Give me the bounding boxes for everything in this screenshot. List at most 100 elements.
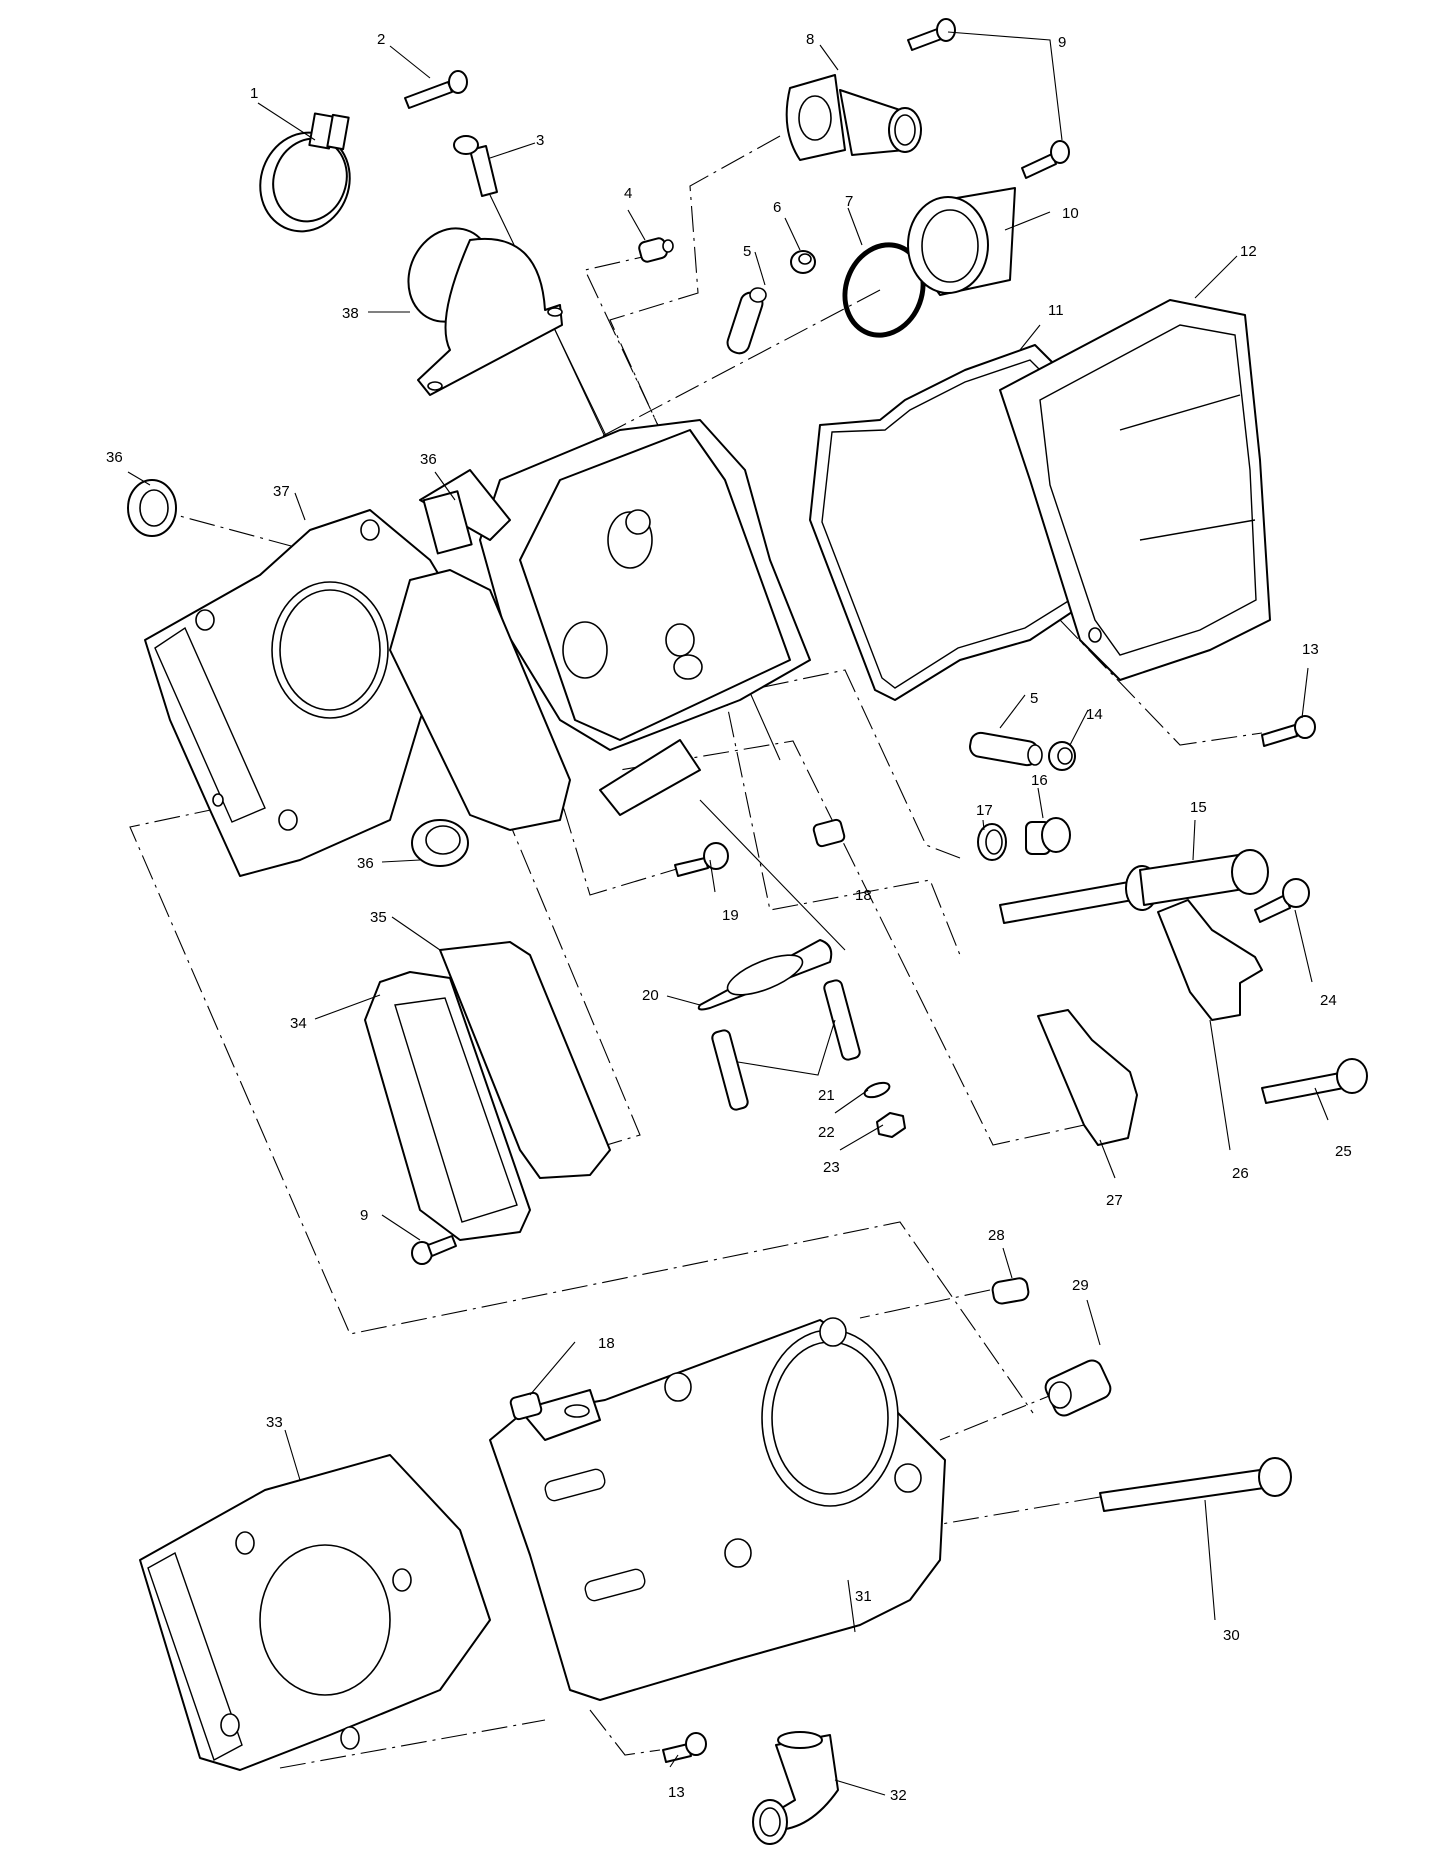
o-ring-part xyxy=(842,242,926,338)
screw-3-part xyxy=(453,135,498,197)
side-cover-part xyxy=(364,971,531,1241)
callout-36-left: 36 xyxy=(106,449,123,466)
seal-cap-14-part xyxy=(1048,741,1076,771)
washer-17-part xyxy=(977,823,1007,861)
oil-seal-36-left-part xyxy=(127,479,177,537)
callout-36-head: 36 xyxy=(420,451,437,468)
dowel-28-part xyxy=(991,1277,1030,1305)
dowel-18-mid-part xyxy=(812,818,846,848)
plug-16-part xyxy=(1025,817,1071,855)
callout-14: 14 xyxy=(1086,706,1103,723)
dowel-18-bottom-part xyxy=(509,1391,543,1421)
assembly-line-13 xyxy=(1059,619,1263,746)
thermostat-housing-part xyxy=(907,187,1016,296)
assembly-line-20 xyxy=(699,799,846,951)
assembly-line-17 xyxy=(724,669,961,956)
coolant-elbow-top-part xyxy=(785,74,922,161)
callout-4: 4 xyxy=(624,185,632,202)
assembly-line-8 xyxy=(609,135,781,497)
callout-24: 24 xyxy=(1320,992,1337,1009)
callout-1: 1 xyxy=(250,85,258,102)
callout-5-top: 5 xyxy=(743,243,751,260)
flange-bolt-9-mid-part xyxy=(1021,140,1070,179)
callout-35: 35 xyxy=(370,909,387,926)
valve-guide-right-part xyxy=(969,731,1043,767)
mount-bracket-27-part xyxy=(1037,1009,1138,1146)
head-bolt-15-part xyxy=(999,849,1269,924)
callout-13-right: 13 xyxy=(1302,641,1319,658)
stud-21-left-part xyxy=(711,1029,749,1111)
callout-20: 20 xyxy=(642,987,659,1004)
hose-clamp-part xyxy=(259,112,351,233)
assembly-line-27 xyxy=(619,740,1131,1146)
callout-7: 7 xyxy=(845,193,853,210)
callout-9-top: 9 xyxy=(1058,34,1066,51)
assembly-line-13b xyxy=(589,1709,661,1756)
flange-bolt-13-right-part xyxy=(1261,715,1316,747)
seal-cap-6-part xyxy=(790,250,816,274)
callout-27: 27 xyxy=(1106,1192,1123,1209)
dowel-4-part xyxy=(638,237,674,263)
callout-23: 23 xyxy=(823,1159,840,1176)
oil-seal-36-head-part xyxy=(422,490,473,555)
callout-34: 34 xyxy=(290,1015,307,1032)
callout-19: 19 xyxy=(722,907,739,924)
callout-12: 12 xyxy=(1240,243,1257,260)
assembly-line-7 xyxy=(594,289,881,441)
callout-16: 16 xyxy=(1031,772,1048,789)
clamp-screw-part xyxy=(404,70,468,109)
fitting-29-part xyxy=(1044,1359,1112,1417)
lock-washer-22-part xyxy=(863,1081,891,1099)
head-gasket-adjacent-part xyxy=(389,569,571,831)
valve-guide-top-part xyxy=(726,287,767,355)
flange-bolt-13-bottom-part xyxy=(662,1732,707,1763)
bolt-25-part xyxy=(1261,1058,1368,1104)
callout-3: 3 xyxy=(536,132,544,149)
callout-38: 38 xyxy=(342,305,359,322)
flange-bolt-9-bottom-part xyxy=(411,1235,457,1265)
callout-36-bottom: 36 xyxy=(357,855,374,872)
assembly-line-29 xyxy=(939,1389,1065,1441)
callout-6: 6 xyxy=(773,199,781,216)
head-seal-part xyxy=(673,654,703,680)
side-cover-gasket-part xyxy=(439,941,611,1179)
base-gasket-part xyxy=(139,1454,491,1771)
callout-9-bottom: 9 xyxy=(360,1207,368,1224)
oil-seal-36-bottom-part xyxy=(411,819,469,867)
bolt-19-part xyxy=(674,842,729,877)
assembly-line-37-left xyxy=(129,807,1034,1414)
flange-bolt-9-top-part xyxy=(907,18,956,51)
cylinder-part xyxy=(489,1317,946,1701)
cylinder-bolt-30-part xyxy=(1099,1457,1292,1512)
exhaust-gasket-part xyxy=(697,939,833,1011)
stud-21-right-part xyxy=(823,979,861,1061)
intake-boot-part xyxy=(407,227,563,396)
callout-28: 28 xyxy=(988,1227,1005,1244)
callout-2: 2 xyxy=(377,31,385,48)
callout-15: 15 xyxy=(1190,799,1207,816)
callout-32: 32 xyxy=(890,1787,907,1804)
leader-lines xyxy=(127,31,1329,1796)
callout-26: 26 xyxy=(1232,1165,1249,1182)
callout-25: 25 xyxy=(1335,1143,1352,1160)
callout-18-mid: 18 xyxy=(855,887,872,904)
parts xyxy=(127,18,1368,1845)
head-gasket-part xyxy=(144,509,461,877)
callout-33: 33 xyxy=(266,1414,283,1431)
callout-labels: 1 2 3 4 5 6 7 8 9 10 11 12 13 5 14 15 16… xyxy=(106,31,1352,1804)
bolt-24-part xyxy=(1254,878,1310,923)
valve-cover-part xyxy=(999,299,1271,681)
callout-13-bottom: 13 xyxy=(668,1784,685,1801)
callout-5-right: 5 xyxy=(1030,690,1038,707)
coolant-elbow-bottom-part xyxy=(752,1731,839,1845)
assembly-line-28 xyxy=(859,1289,991,1319)
callout-29: 29 xyxy=(1072,1277,1089,1294)
callout-10: 10 xyxy=(1062,205,1079,222)
callout-30: 30 xyxy=(1223,1627,1240,1644)
callout-8: 8 xyxy=(806,31,814,48)
callout-31: 31 xyxy=(855,1588,872,1605)
assembly-line-33 xyxy=(279,1719,546,1769)
callout-11: 11 xyxy=(1048,302,1064,319)
nut-23-part xyxy=(876,1112,906,1138)
